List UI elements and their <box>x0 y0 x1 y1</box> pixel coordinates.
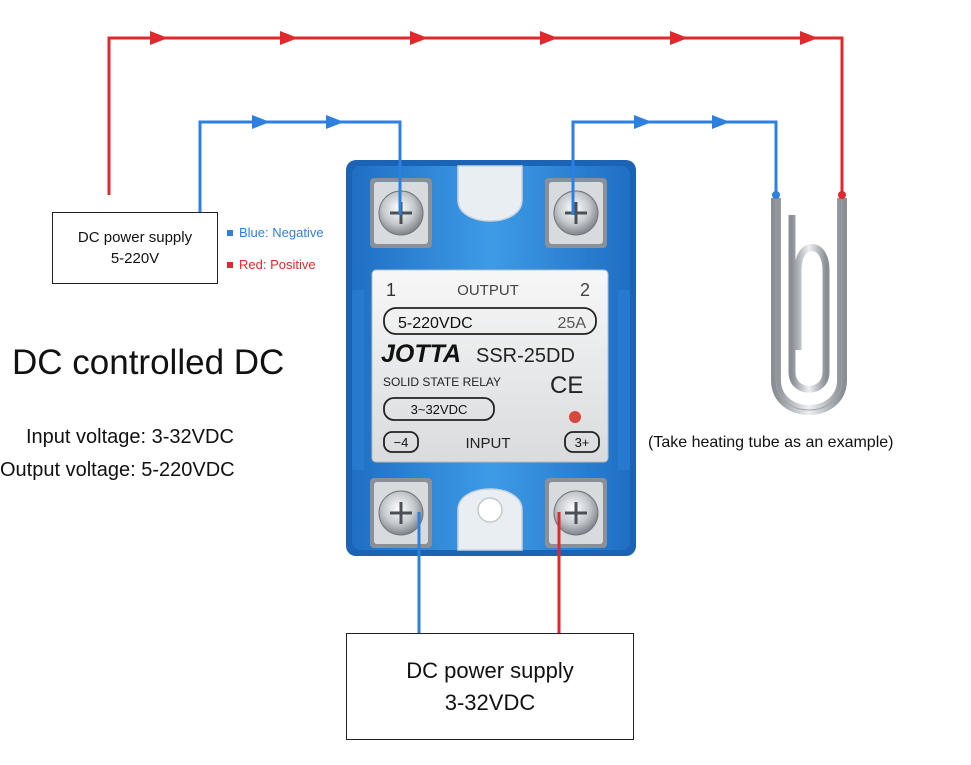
red-arrows <box>150 31 818 45</box>
output-supply-line1: DC power supply <box>77 229 193 246</box>
output-voltage-spec: Output voltage: 5-220VDC <box>0 459 235 481</box>
input-voltage-spec: Input voltage: 3-32VDC <box>26 426 234 448</box>
legend-red-swatch <box>227 261 233 268</box>
input-supply-line1: DC power supply <box>406 657 574 683</box>
legend-red-label: Red: Positive <box>239 257 316 272</box>
terminal-2-screw-icon <box>545 178 607 248</box>
terminal-4-screw-icon <box>370 478 432 548</box>
terminal-2-label: 2 <box>580 280 590 300</box>
heating-tube-icon <box>771 191 847 415</box>
model-number: SSR-25DD <box>476 345 575 367</box>
blue-arrows <box>252 115 730 129</box>
legend-blue-swatch <box>227 229 233 236</box>
terminal-1-label: 1 <box>386 280 396 300</box>
terminal-4-label: −4 <box>394 435 409 450</box>
output-power-supply-box: DC power supply 5-220V <box>52 212 218 284</box>
legend-blue: Blue: Negative <box>227 225 324 240</box>
legend-blue-label: Blue: Negative <box>239 225 324 240</box>
input-power-supply-box: DC power supply 3-32VDC <box>346 633 634 740</box>
current-rating: 25A <box>558 315 587 332</box>
input-label: INPUT <box>466 435 511 452</box>
terminal-3-label: 3+ <box>575 435 590 450</box>
terminal-3-screw-icon <box>545 478 607 548</box>
input-range: 3~32VDC <box>411 402 468 417</box>
diagram-title: DC controlled DC <box>12 343 284 382</box>
load-caption: (Take heating tube as an example) <box>648 434 893 451</box>
output-range: 5-220VDC <box>398 315 473 332</box>
red-output-wire <box>107 36 844 195</box>
output-supply-line2: 5-220V <box>110 250 160 267</box>
output-label: OUTPUT <box>457 282 519 299</box>
relay-type-label: SOLID STATE RELAY <box>383 375 501 389</box>
brand-logo: JOTTA <box>381 340 461 368</box>
input-supply-line2: 3-32VDC <box>444 689 536 715</box>
status-led <box>569 411 581 423</box>
relay-label-plate: 1 OUTPUT 2 5-220VDC 25A JOTTA SSR-25DD S… <box>371 269 609 463</box>
legend-red: Red: Positive <box>227 257 316 272</box>
ce-mark: CE <box>550 372 583 399</box>
